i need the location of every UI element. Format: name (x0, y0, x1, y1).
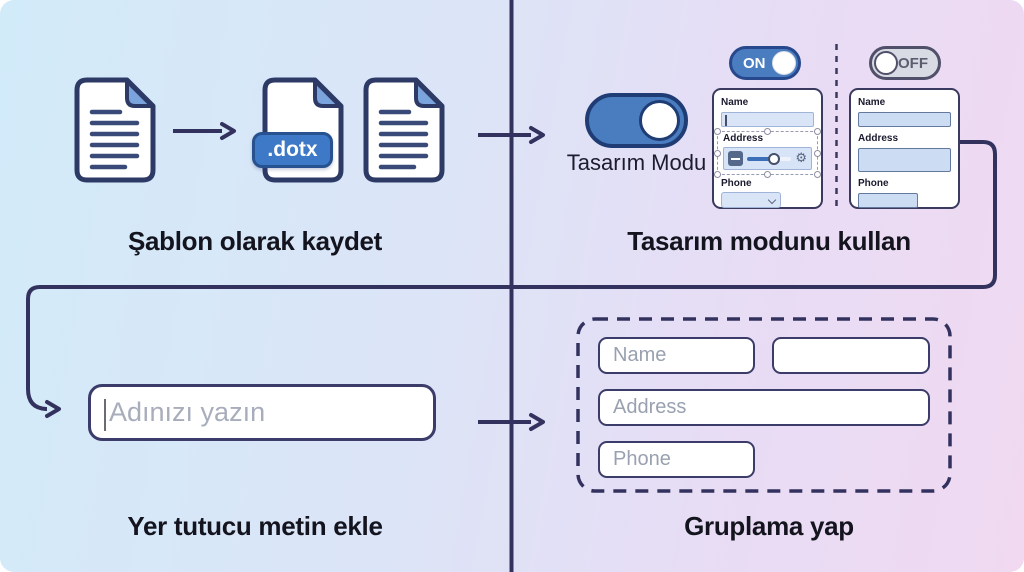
group-name-field[interactable]: Name (598, 337, 755, 374)
selection-handle (814, 171, 821, 178)
group-address-label: Address (613, 396, 687, 418)
group-name-label: Name (613, 344, 667, 366)
selection-handle (714, 149, 721, 157)
name-input[interactable] (721, 112, 814, 127)
template-document-icon (262, 77, 344, 183)
address-input[interactable] (858, 148, 951, 172)
chevron-down-icon (767, 195, 776, 205)
group-phone-label: Phone (613, 448, 671, 470)
toggle-knob (772, 51, 796, 75)
group-address-field[interactable]: Address (598, 389, 930, 426)
remove-button[interactable] (728, 151, 743, 166)
step1-title: Şablon olarak kaydet (127, 226, 383, 256)
placeholder-input-wrapper (88, 384, 436, 441)
text-caret (104, 399, 106, 431)
address-field-label: Address (723, 133, 764, 144)
name-input[interactable] (858, 112, 951, 127)
address-content-control: ⚙ (723, 147, 812, 170)
group-empty-field[interactable] (772, 337, 930, 374)
document-icon (363, 77, 445, 183)
selection-handle (764, 171, 771, 178)
placeholder-text-input[interactable] (91, 387, 433, 438)
name-field-label: Name (858, 97, 886, 108)
document-icon (74, 77, 156, 183)
on-toggle-label: ON (743, 54, 766, 72)
design-mode-toggle-label: Tasarım Modu (566, 150, 707, 175)
preview-form-card: Name Address Phone (849, 88, 960, 209)
step3-title: Yer tutucu metin ekle (127, 511, 383, 541)
selection-handle (714, 171, 721, 178)
slider-control (747, 152, 792, 165)
phone-input[interactable] (858, 193, 918, 208)
selection-handle (814, 128, 821, 135)
content-control-selection: Address ⚙ (714, 128, 821, 178)
on-toggle[interactable]: ON (729, 46, 801, 80)
toggle-knob (874, 51, 898, 75)
step2-title: Tasarım modunu kullan (627, 226, 911, 256)
selection-handle (814, 149, 821, 157)
slider-thumb[interactable] (768, 152, 781, 165)
phone-field-label: Phone (858, 178, 889, 189)
group-phone-field[interactable]: Phone (598, 441, 755, 478)
toggle-knob (639, 100, 680, 141)
phone-field-label: Phone (721, 178, 752, 189)
dotx-badge: .dotx (252, 132, 333, 168)
selection-handle (714, 128, 721, 135)
off-toggle-label: OFF (898, 54, 928, 72)
phone-dropdown[interactable] (721, 192, 781, 208)
selection-handle (764, 128, 771, 135)
text-caret (725, 115, 727, 126)
name-field-label: Name (721, 97, 749, 108)
slider-fill (747, 157, 772, 161)
design-mode-form-card: Name Address ⚙ Phone (712, 88, 823, 209)
design-mode-toggle[interactable] (585, 93, 688, 148)
address-field-label: Address (858, 133, 899, 144)
off-toggle[interactable]: OFF (869, 46, 941, 80)
gear-icon[interactable]: ⚙ (795, 151, 807, 166)
step4-title: Gruplama yap (684, 511, 854, 541)
